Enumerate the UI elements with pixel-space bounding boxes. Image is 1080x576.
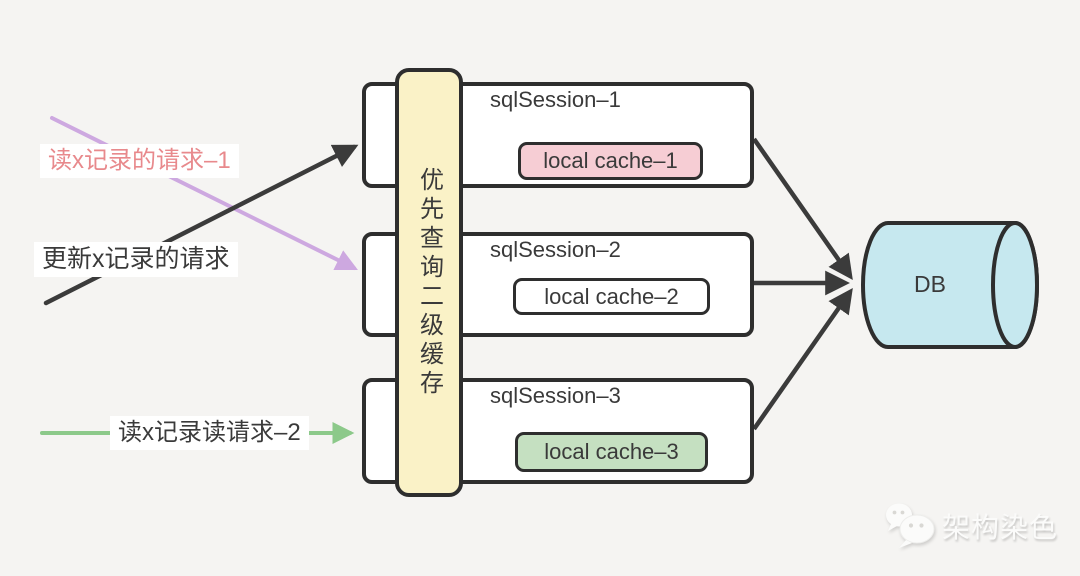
sqlsession-1-title: sqlSession–1 <box>490 87 621 112</box>
watermark-text: 架构染色 <box>942 512 1059 543</box>
sqlsession-3-title: sqlSession–3 <box>490 383 621 408</box>
sqlsession-2-title: sqlSession–2 <box>490 237 621 262</box>
wechat-icon <box>886 503 935 548</box>
watermark: 架构染色 <box>884 500 1058 552</box>
second-level-cache-bar-label: 优先查询二级缓存 <box>415 166 443 399</box>
db-cylinder <box>861 221 1039 349</box>
arrow-session3-to-db <box>752 287 853 431</box>
arrow-read-request-1 <box>50 116 358 271</box>
read-request-2-label: 读x记录读请求–2 <box>110 416 309 450</box>
db-label: DB <box>914 271 946 297</box>
local-cache-3: local cache–3 <box>515 432 708 472</box>
local-cache-1: local cache–1 <box>518 142 703 180</box>
update-request-label: 更新x记录的请求 <box>34 242 238 277</box>
arrow-update-request <box>43 144 359 306</box>
read-request-1-label: 读x记录的请求–1 <box>40 144 239 178</box>
second-level-cache-bar: 优先查询二级缓存 <box>395 68 463 497</box>
local-cache-2: local cache–2 <box>513 278 710 315</box>
arrow-session1-to-db <box>752 137 853 281</box>
